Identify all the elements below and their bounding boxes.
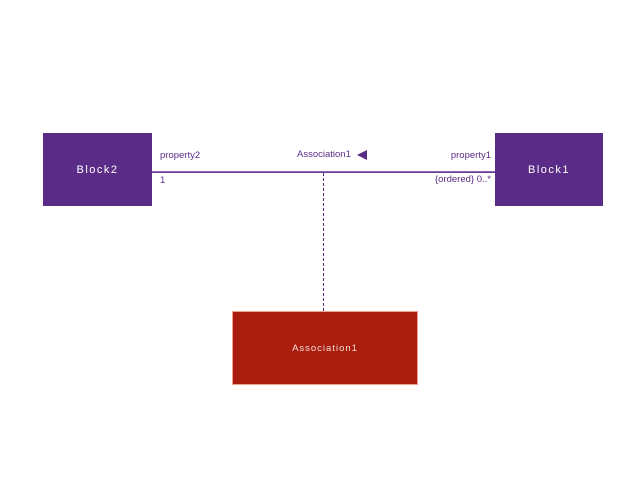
association-end-multiplicity-block2[interactable]: 1 xyxy=(160,175,166,186)
association-class-label: Association1 xyxy=(292,342,358,354)
association-line[interactable] xyxy=(152,171,495,173)
block2-label: Block2 xyxy=(76,163,119,176)
association-class-connector[interactable] xyxy=(323,173,324,311)
block2-node[interactable]: Block2 xyxy=(43,133,152,206)
association-name-label: Association1 xyxy=(297,149,351,160)
direction-arrow-left-icon xyxy=(356,149,367,160)
association-end-role-property1[interactable]: property1 xyxy=(450,150,491,161)
association-name-group[interactable]: Association1 xyxy=(297,149,367,160)
association-end-role-property2[interactable]: property2 xyxy=(160,150,201,161)
association-class-node[interactable]: Association1 xyxy=(232,311,418,385)
block1-node[interactable]: Block1 xyxy=(495,133,603,206)
association-end-multiplicity-block1[interactable]: {ordered} 0..* xyxy=(435,174,491,185)
block1-label: Block1 xyxy=(527,163,571,176)
